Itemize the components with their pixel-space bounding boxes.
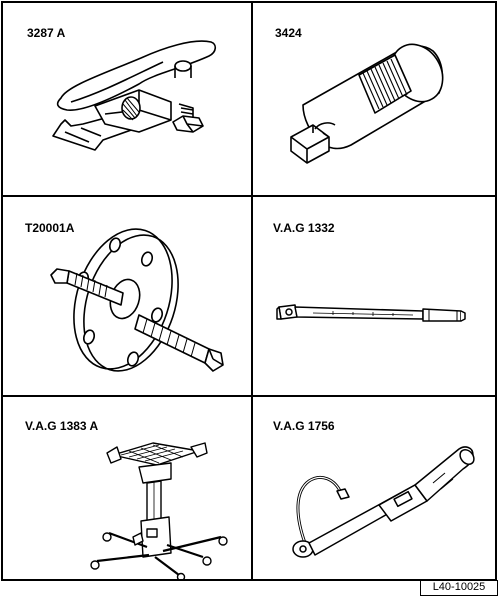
tool-cell-3287a: 3287 A <box>3 3 251 195</box>
ball-joint-puller-icon <box>52 40 217 151</box>
torque-wrench-icon <box>276 304 466 322</box>
tool-label: V.A.G 1756 <box>273 419 335 433</box>
spindle-puller-icon <box>50 228 224 372</box>
tool-label: V.A.G 1383 A <box>25 419 99 433</box>
tool-cell-vag1332: V.A.G 1332 <box>253 197 499 395</box>
tool-cell-vag1383a: V.A.G 1383 A <box>3 397 251 579</box>
tools-grid: 3287 A <box>1 1 497 581</box>
tool-cell-vag1756: V.A.G 1756 <box>253 397 499 579</box>
tool-cell-3424: 3424 <box>253 3 499 195</box>
grid-divider-vertical <box>251 3 253 579</box>
torque-wrench-with-cable-icon <box>292 446 475 558</box>
tool-label: V.A.G 1332 <box>273 221 335 235</box>
transmission-jack-icon <box>90 442 228 579</box>
tool-label: 3287 A <box>27 26 66 40</box>
grid-divider-row-1 <box>3 195 495 197</box>
socket-adapter-icon <box>290 43 444 164</box>
tool-cell-t20001a: T20001A <box>3 197 251 395</box>
grid-divider-row-2 <box>3 395 495 397</box>
tool-label: T20001A <box>25 221 75 235</box>
tool-label: 3424 <box>275 26 302 40</box>
figure-reference: L40-10025 <box>420 580 498 596</box>
